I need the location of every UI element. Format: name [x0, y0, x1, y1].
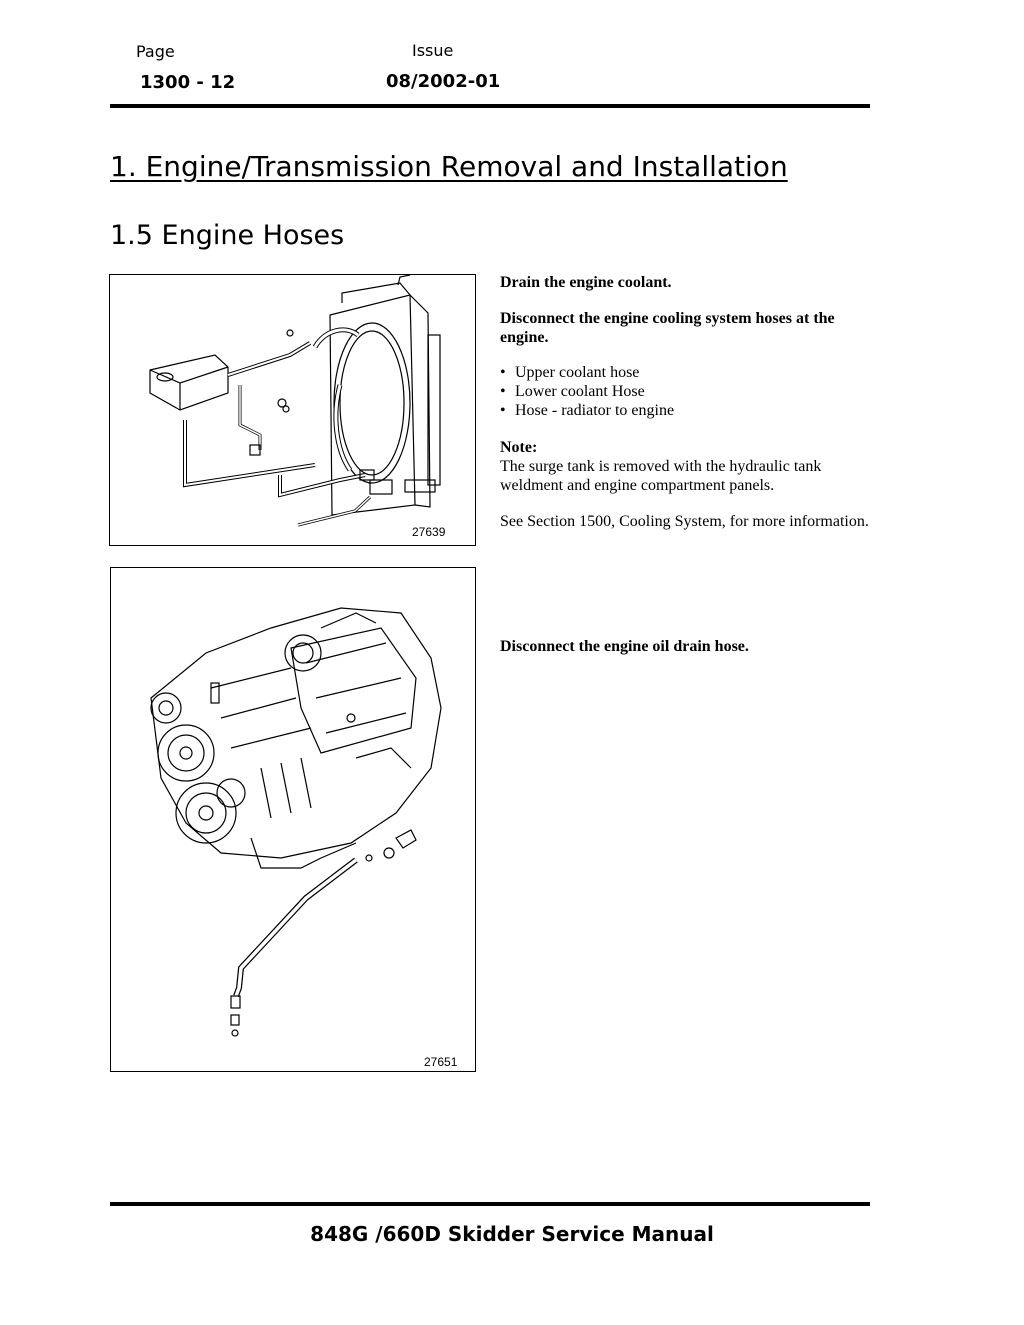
coolant-hoses-figure: 27639: [109, 274, 476, 546]
note-text: The surge tank is removed with the hydra…: [500, 458, 822, 494]
page-label: Page: [136, 42, 175, 61]
list-item: Upper coolant hose: [500, 363, 870, 382]
chapter-title: 1. Engine/Transmission Removal and Insta…: [110, 150, 788, 183]
step-disconnect-cooling-hoses: Disconnect the engine cooling system hos…: [500, 310, 835, 346]
oil-drain-figure: 27651: [110, 567, 476, 1072]
step-drain-coolant: Drain the engine coolant.: [500, 274, 672, 291]
figure-number: 27651: [424, 1055, 458, 1069]
figure-number: 27639: [412, 525, 446, 539]
see-also-text: See Section 1500, Cooling System, for mo…: [500, 513, 869, 530]
step-disconnect-oil-drain: Disconnect the engine oil drain hose.: [500, 638, 749, 655]
section-title: 1.5 Engine Hoses: [110, 220, 345, 251]
footer-rule: [110, 1202, 870, 1206]
coolant-hoses-illustration: [149, 275, 441, 527]
engine-oil-drain-illustration: [150, 607, 442, 1037]
list-item: Lower coolant Hose: [500, 382, 870, 401]
manual-title: 848G /660D Skidder Service Manual: [310, 1222, 714, 1246]
issue-date: 08/2002-01: [386, 71, 501, 92]
page-number: 1300 - 12: [140, 72, 236, 93]
issue-label: Issue: [412, 41, 454, 60]
list-item: Hose - radiator to engine: [500, 401, 870, 420]
header-rule: [110, 104, 870, 108]
note-label: Note:: [500, 439, 538, 456]
hose-list: Upper coolant hose Lower coolant Hose Ho…: [500, 363, 870, 420]
